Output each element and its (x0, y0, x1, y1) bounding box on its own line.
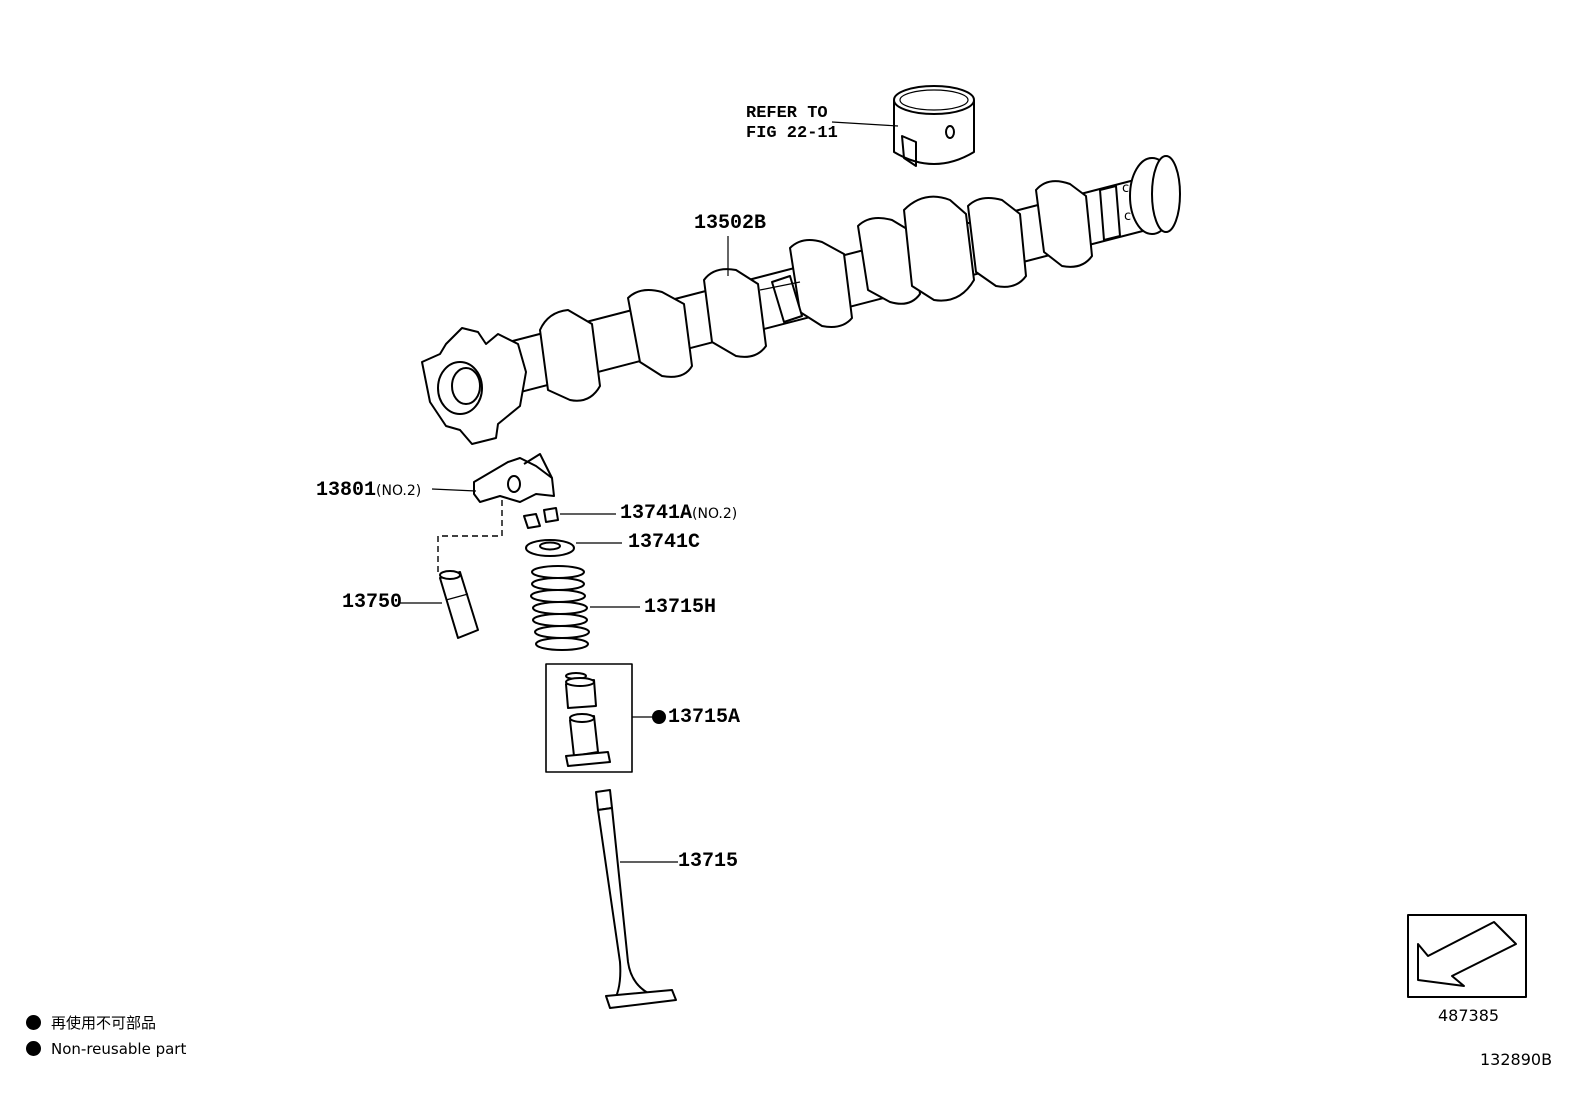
non-reusable-dot-icon (652, 710, 666, 724)
label-lash-adjuster: 13750 (342, 591, 403, 614)
valve-keeper-note: (NO.2) (692, 506, 738, 522)
lash-adjuster-drawing (439, 570, 479, 639)
figure-code: 132890B (1480, 1050, 1553, 1069)
svg-text:c: c (1122, 181, 1129, 196)
refer-line-1: REFER TO (746, 104, 828, 123)
legend-jp: 再使用不可部品 (26, 1015, 156, 1031)
label-spring-retainer: 13741C (628, 531, 701, 554)
legend-dot-icon (26, 1015, 41, 1030)
legend-dot-icon (26, 1041, 41, 1056)
valve-spring-drawing (530, 565, 590, 651)
direction-box-code: 487385 (1438, 1006, 1500, 1025)
valve-keeper-drawing (523, 507, 559, 529)
leader-rocker (431, 488, 477, 492)
label-stem-seal: 13715A (652, 708, 740, 728)
legend-en-text: Non-reusable part (51, 1040, 187, 1058)
dashed-link (437, 500, 503, 576)
seal-box (545, 663, 633, 773)
direction-arrow-icon (1417, 921, 1517, 987)
valve-keeper-number: 13741A (620, 502, 693, 525)
label-valve-spring: 13715H (644, 596, 717, 619)
retainer-drawing (525, 539, 575, 557)
stem-seal-drawing (565, 672, 611, 767)
leader-refer (831, 121, 899, 127)
refer-note: REFER TO FIG 22-11 (746, 104, 838, 144)
label-valve: 13715 (678, 850, 739, 873)
rocker-arm-note: (NO.2) (376, 483, 422, 499)
camshaft-drawing: c c (421, 155, 1181, 445)
label-valve-keeper: 13741A(NO.2) (620, 504, 737, 524)
label-rocker-arm: 13801(NO.2) (316, 481, 421, 501)
rocker-arm-drawing (473, 453, 555, 503)
label-camshaft: 13502B (694, 212, 767, 235)
stem-seal-number: 13715A (668, 706, 741, 729)
tappet-drawing (893, 85, 975, 167)
svg-text:c: c (1124, 209, 1131, 224)
rocker-arm-number: 13801 (316, 479, 377, 502)
direction-box (1407, 914, 1527, 998)
valve-drawing (595, 789, 677, 1009)
legend-jp-text: 再使用不可部品 (51, 1014, 157, 1032)
refer-line-2: FIG 22-11 (746, 124, 838, 143)
legend-en: Non-reusable part (26, 1041, 186, 1057)
